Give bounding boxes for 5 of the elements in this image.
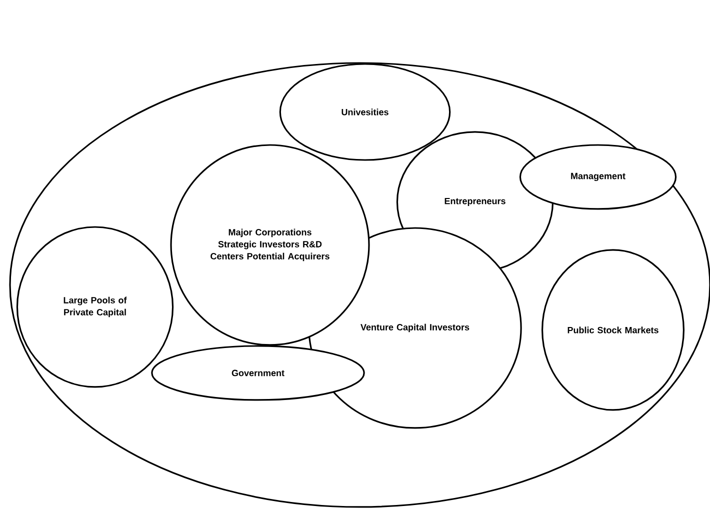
ellipse-bubble: Management xyxy=(519,144,677,210)
ellipse-bubble: Large Pools of Private Capital xyxy=(16,226,174,388)
ellipse-bubble: Public Stock Markets xyxy=(542,249,684,411)
ellipse-bubble: Univesities xyxy=(279,63,451,161)
ellipse-bubble: Government xyxy=(151,345,365,401)
